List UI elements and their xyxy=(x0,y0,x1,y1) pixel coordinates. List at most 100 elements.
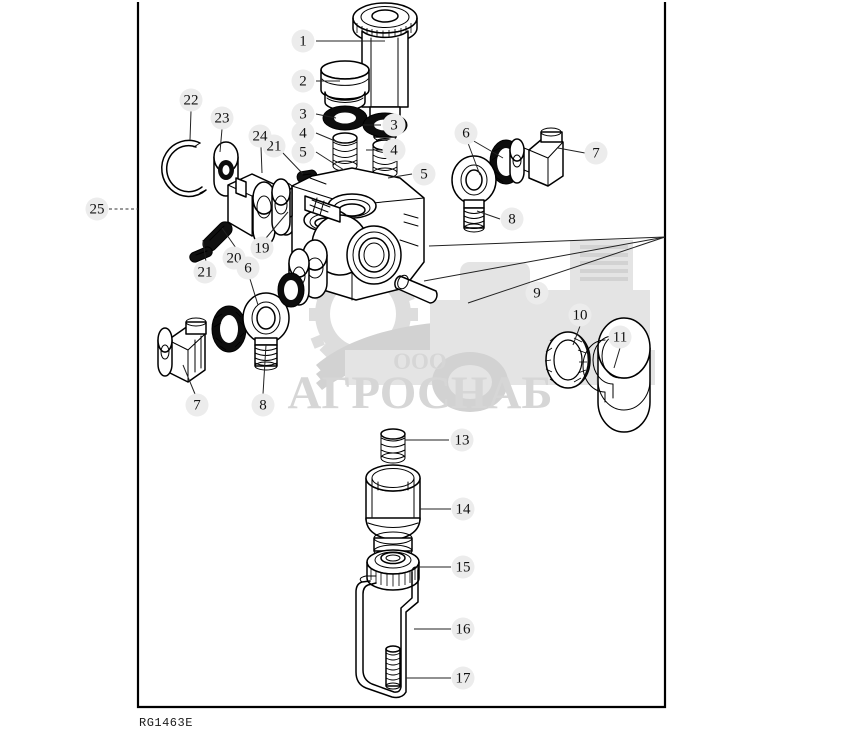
callout-23[interactable]: 23 xyxy=(210,106,234,130)
callout-number: 3 xyxy=(390,118,398,134)
callout-halo xyxy=(451,497,475,521)
callout-number: 20 xyxy=(227,251,242,267)
part-o-ring-left xyxy=(322,105,368,131)
callout-halo xyxy=(291,102,315,126)
callout-14[interactable]: 14 xyxy=(451,497,475,521)
callout-number: 4 xyxy=(390,143,398,159)
callout-halo xyxy=(250,236,274,260)
callout-number: 23 xyxy=(215,111,230,127)
part-banjo-bolt-upper-right xyxy=(509,127,564,187)
callout-halo xyxy=(451,617,475,641)
callout-halo xyxy=(451,666,475,690)
callout-25[interactable]: 25 xyxy=(85,197,109,221)
leader-line-23 xyxy=(219,128,223,153)
callout-leader-lines xyxy=(109,40,621,679)
callout-halo xyxy=(382,138,406,162)
callout-16[interactable]: 16 xyxy=(451,617,475,641)
callout-15[interactable]: 15 xyxy=(451,555,475,579)
part-body-stub xyxy=(394,274,438,304)
callout-8[interactable]: 8 xyxy=(500,207,524,231)
callout-number: 10 xyxy=(573,308,588,324)
callout-halo xyxy=(291,121,315,145)
callout-number: 21 xyxy=(267,139,282,155)
diagram-frame xyxy=(136,2,667,709)
leader-line-11 xyxy=(613,347,621,369)
callout-number: 7 xyxy=(592,146,600,162)
callout-halo xyxy=(568,303,592,327)
callout-number: 15 xyxy=(456,560,471,576)
leader-line-10 xyxy=(572,325,581,346)
callout-number: 8 xyxy=(508,212,516,228)
converge-line-0 xyxy=(428,236,666,247)
callout-4[interactable]: 4 xyxy=(291,121,315,145)
callout-halo xyxy=(179,88,203,112)
callout-4[interactable]: 4 xyxy=(382,138,406,162)
leader-line-24 xyxy=(260,146,263,174)
callout-halo xyxy=(193,260,217,284)
callout-number: 14 xyxy=(456,502,472,518)
part-banjo-fitting-lower-left xyxy=(242,292,290,371)
callout-halo xyxy=(450,428,474,452)
callout-halo xyxy=(248,124,272,148)
callout-7[interactable]: 7 xyxy=(185,393,209,417)
callout-halo xyxy=(500,207,524,231)
callout-22[interactable]: 22 xyxy=(179,88,203,112)
part-cylinder-sleeve xyxy=(365,464,421,558)
callout-17[interactable]: 17 xyxy=(451,666,475,690)
thread-section xyxy=(463,207,485,233)
callout-5[interactable]: 5 xyxy=(291,140,315,164)
callout-21[interactable]: 21 xyxy=(193,260,217,284)
leader-line-3a xyxy=(315,113,337,119)
callout-11[interactable]: 11 xyxy=(608,325,632,349)
leader-line-6b xyxy=(249,278,259,306)
callout-halo xyxy=(412,162,436,186)
converging-leader-lines xyxy=(423,236,666,304)
leader-line-6a xyxy=(467,142,481,176)
callout-number: 19 xyxy=(255,241,270,257)
leader-line-21a xyxy=(202,239,207,263)
callout-3[interactable]: 3 xyxy=(382,113,406,137)
callout-number: 3 xyxy=(299,107,307,123)
callout-number: 7 xyxy=(193,398,201,414)
callout-5[interactable]: 5 xyxy=(412,162,436,186)
callout-number: 5 xyxy=(299,145,307,161)
callout-2[interactable]: 2 xyxy=(291,69,315,93)
callout-10[interactable]: 10 xyxy=(568,303,592,327)
leader-line-21b xyxy=(281,151,304,175)
callout-8[interactable]: 8 xyxy=(251,393,275,417)
callout-number: 17 xyxy=(456,671,472,687)
converge-line-2 xyxy=(467,236,666,304)
leader-line-8b xyxy=(262,344,267,395)
callout-number: 1 xyxy=(299,34,307,50)
callout-halo xyxy=(454,121,478,145)
callout-halo xyxy=(608,325,632,349)
callout-number: 16 xyxy=(456,622,472,638)
callout-19[interactable]: 19 xyxy=(250,236,274,260)
part-banjo-fitting-upper-right xyxy=(451,155,497,233)
callout-1[interactable]: 1 xyxy=(291,29,315,53)
callout-halo xyxy=(236,256,260,280)
leader-line-7a xyxy=(557,147,586,154)
callout-number: 2 xyxy=(299,74,307,90)
callout-number: 24 xyxy=(253,129,269,145)
callout-halo xyxy=(210,106,234,130)
callout-13[interactable]: 13 xyxy=(450,428,474,452)
callout-number: 5 xyxy=(420,167,428,183)
callout-7[interactable]: 7 xyxy=(584,141,608,165)
callout-number: 25 xyxy=(90,202,105,218)
part-sealing-washer-lower-left xyxy=(211,305,247,353)
watermark-company-name: АГРОСНАБ xyxy=(288,367,553,419)
callout-number: 6 xyxy=(244,261,252,277)
figure-code: RG1463E xyxy=(139,716,193,730)
callout-9[interactable]: 9 xyxy=(525,281,549,305)
callout-halo xyxy=(291,29,315,53)
part-knurled-nut xyxy=(366,549,420,591)
part-spring-left xyxy=(332,132,358,172)
callout-number: 4 xyxy=(299,126,307,142)
callout-6[interactable]: 6 xyxy=(236,256,260,280)
part-retaining-ring xyxy=(544,331,591,389)
callout-24[interactable]: 24 xyxy=(248,124,272,148)
callout-6[interactable]: 6 xyxy=(454,121,478,145)
callout-3[interactable]: 3 xyxy=(291,102,315,126)
